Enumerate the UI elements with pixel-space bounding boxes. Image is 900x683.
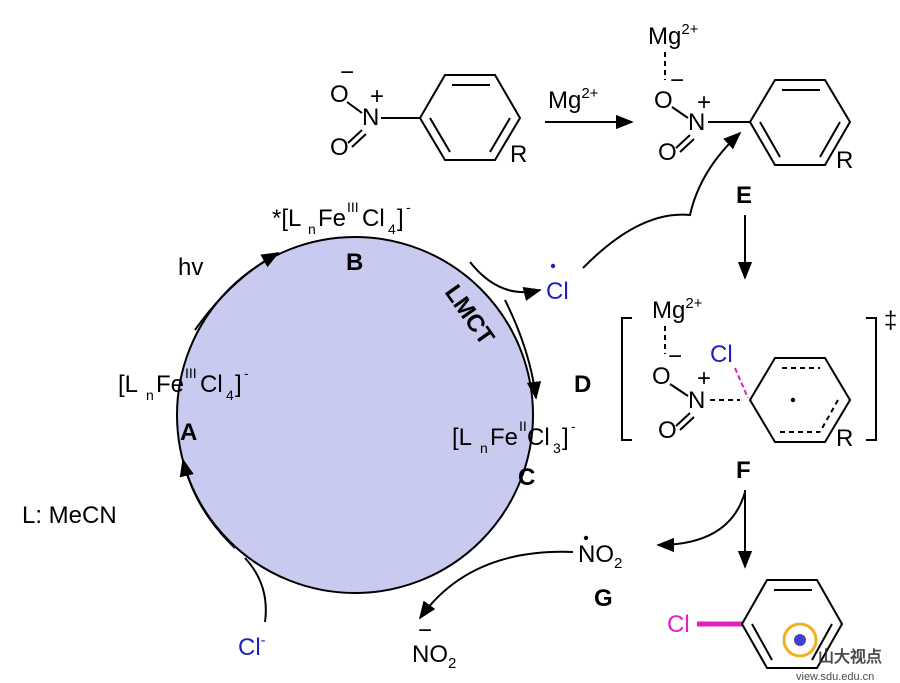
species-g: NO2 G [578,535,622,612]
svg-text:+: + [370,83,384,110]
svg-text:]: ] [397,205,404,232]
nitrite-anion: − NO2 [412,617,456,672]
svg-text:Mg2+: Mg2+ [652,295,703,324]
svg-text:−: − [668,343,682,370]
svg-text:O: O [658,139,677,166]
svg-text:−: − [340,59,354,86]
svg-text:O: O [658,417,677,444]
svg-text:-: - [406,199,411,215]
svg-text:*[L: *[L [272,205,301,232]
svg-text:Fe: Fe [318,205,346,232]
svg-text:O: O [654,87,673,114]
svg-text:-: - [244,365,249,381]
svg-text:O: O [330,134,349,161]
hv-label: hv [178,254,203,281]
arrow-f-to-no2-radical [656,491,746,553]
svg-text:−: − [418,617,432,644]
svg-text:3: 3 [553,440,561,456]
label-a: A [180,419,197,446]
svg-text:Fe: Fe [490,424,518,451]
svg-text:+: + [697,365,711,392]
svg-text:NO2: NO2 [412,641,456,672]
svg-text:n: n [308,221,316,237]
svg-text:III: III [185,365,197,381]
svg-text:II: II [519,418,527,434]
svg-text:NO2: NO2 [578,541,622,572]
svg-text:Cl: Cl [200,371,223,398]
svg-text:N: N [688,387,705,414]
svg-text:4: 4 [226,387,234,403]
radical-dot-no2 [583,535,589,541]
arrow-no2-to-nitrite [418,550,574,620]
svg-text:山大视点: 山大视点 [818,647,882,666]
cycle-arrow-lmct [504,299,542,400]
svg-text:-: - [571,418,576,434]
svg-text:Cl: Cl [667,611,690,638]
svg-text:[L: [L [118,371,138,398]
svg-text:O: O [330,81,349,108]
arrow-cl-to-e [582,131,742,269]
svg-text:N: N [688,109,705,136]
svg-text:4: 4 [388,221,396,237]
legend-text: L: MeCN [22,502,117,529]
svg-text:R: R [836,147,853,174]
svg-text:‡: ‡ [884,307,897,334]
svg-text:]: ] [562,424,569,451]
svg-text:O: O [652,363,671,390]
label-f: F [736,457,751,484]
mg-arrow-label: Mg2+ [548,85,599,114]
svg-text:Mg2+: Mg2+ [648,21,699,50]
svg-text:R: R [510,141,527,168]
svg-text:III: III [347,199,359,215]
svg-text:R: R [836,425,853,452]
radical-dot-cl [550,263,556,269]
label-g: G [594,585,613,612]
catalytic-cycle-circle [176,236,534,594]
svg-text:N: N [362,104,379,131]
svg-text:Cl: Cl [710,341,733,368]
label-d: D [574,371,591,398]
cycle-arrow-hv [194,252,280,331]
svg-text:[L: [L [452,424,472,451]
svg-text:+: + [697,89,711,116]
svg-text:Cl: Cl [527,424,550,451]
species-a: [L n Fe III Cl 4 ] - A [118,365,249,446]
svg-text:view.sdu.edu.cn: view.sdu.edu.cn [796,671,874,683]
svg-text:Cl: Cl [362,205,385,232]
nitroarene-start: O − N + O R [330,59,527,168]
label-c: C [518,464,535,491]
label-e: E [736,182,752,209]
chloride-anion: Cl- [238,632,266,661]
product-aryl-chloride: Cl [667,579,844,669]
svg-text:n: n [146,387,154,403]
arrow-to-cl-radical [469,261,542,301]
species-f: ‡ Mg2+ O − N + O Cl R F [621,295,897,484]
svg-text:Fe: Fe [156,371,184,398]
species-e: Mg2+ O − N + O R E [648,21,853,209]
cl-radical: Cl [546,278,569,305]
watermark-logo: 山大视点 view.sdu.edu.cn [782,622,882,683]
species-b: *[L n Fe III Cl 4 ] - B [272,199,411,276]
svg-text:−: − [670,67,684,94]
species-c: [L n Fe II Cl 3 ] - C [452,418,576,491]
cycle-arrow-c-to-a [179,458,236,549]
arrow-chloride-to-cycle [244,557,267,623]
label-b: B [346,249,363,276]
svg-text:n: n [480,440,488,456]
svg-text:]: ] [235,371,242,398]
